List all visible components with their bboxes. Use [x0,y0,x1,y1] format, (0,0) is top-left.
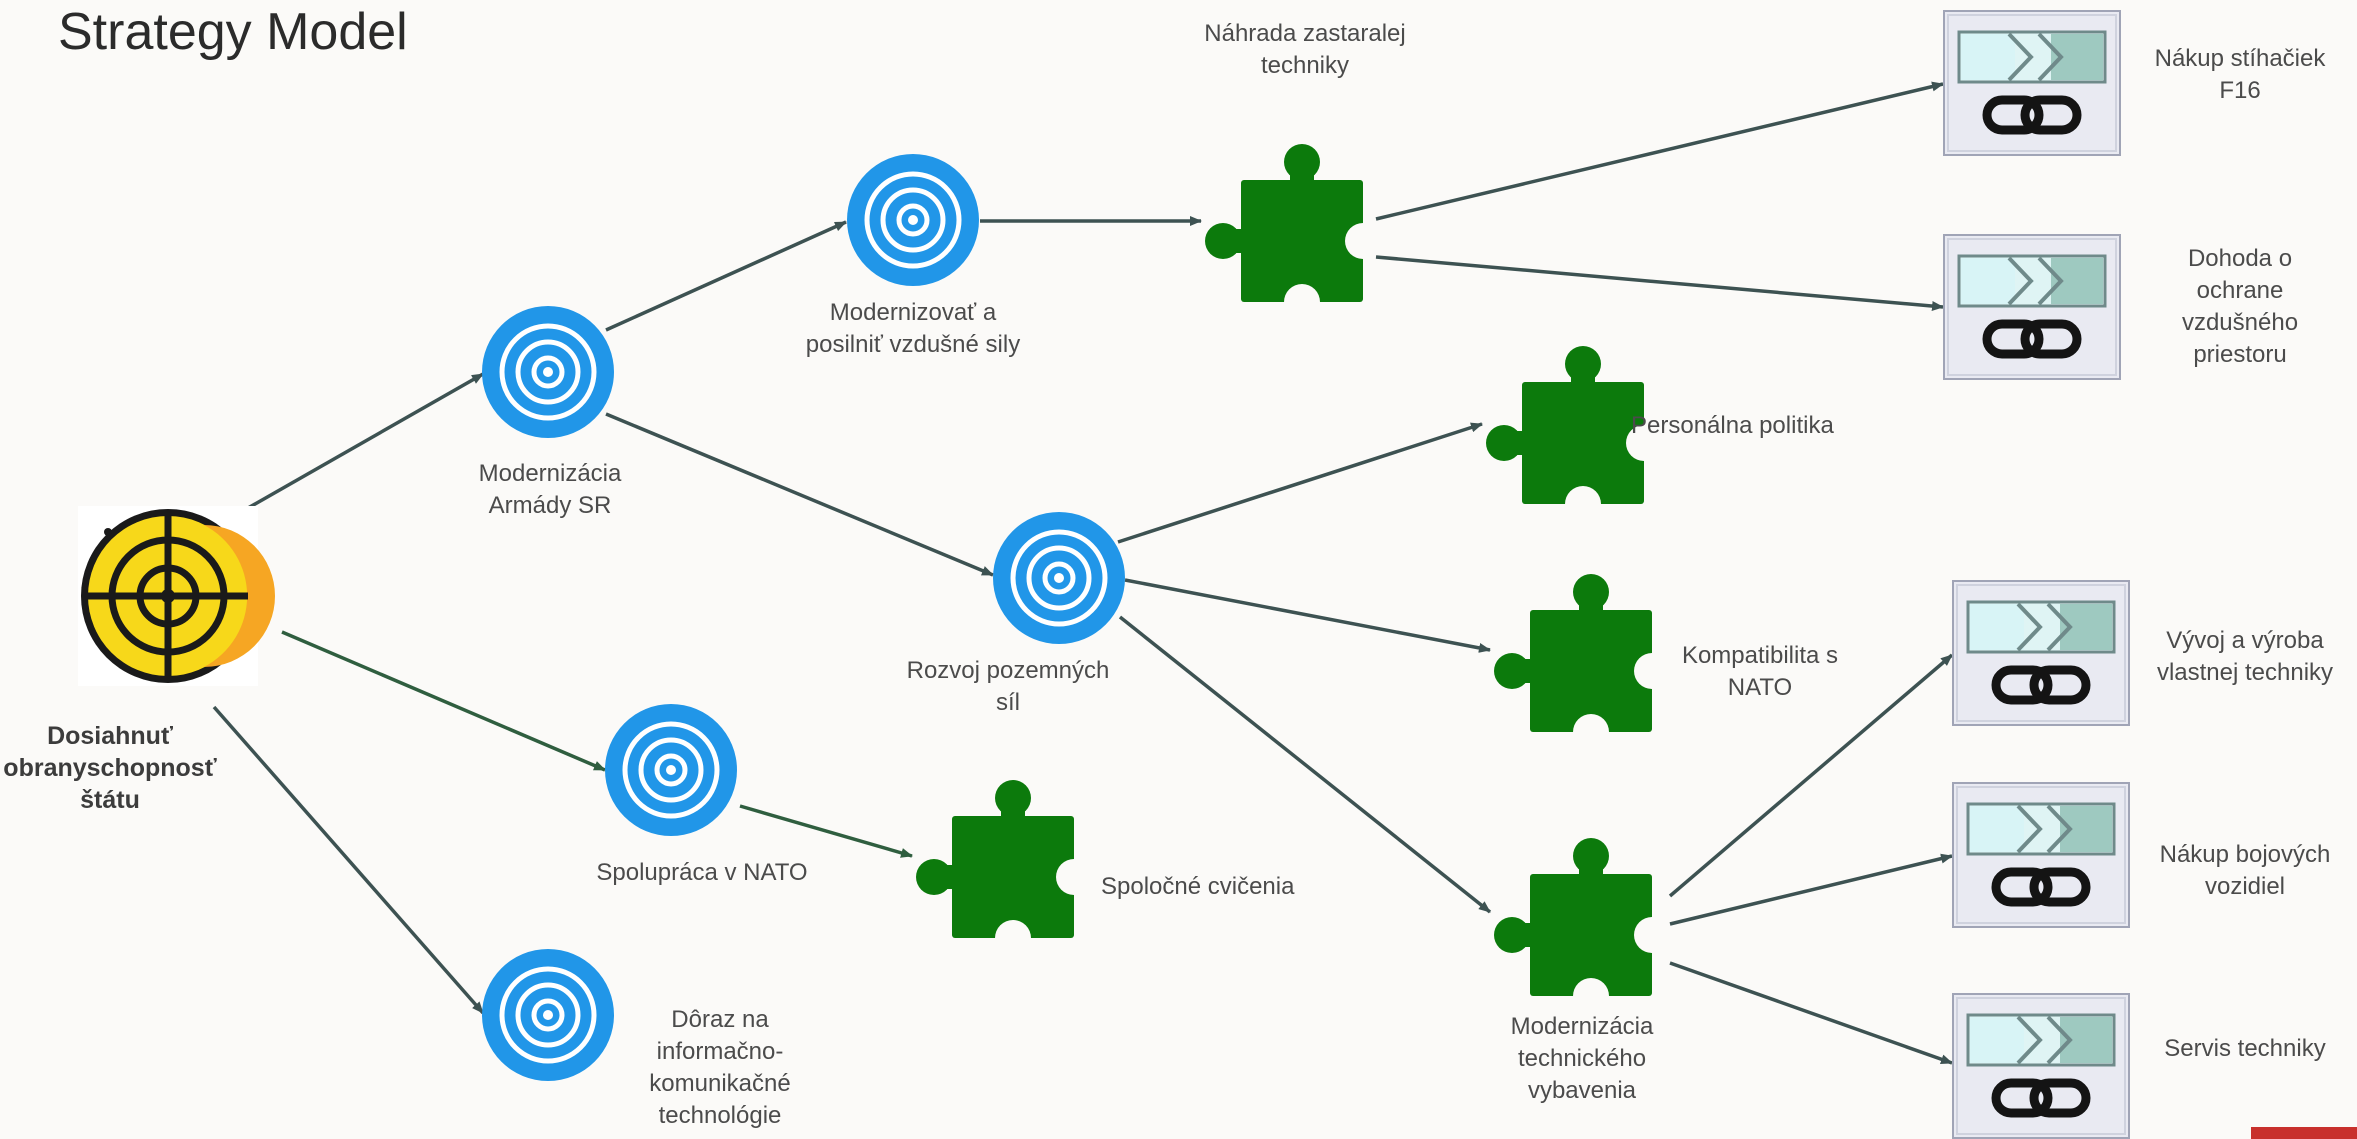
label-servis: Servis techniky [2164,1035,2326,1062]
arrow-modernizacia-to-vzdusne [605,220,847,332]
goal-target-icon-modernizacia[interactable] [482,306,614,438]
label-dohoda: Dohoda o ochrane vzdušného priestoru [2181,245,2299,368]
label-f16: Nákup stíhačiek F16 [2154,45,2326,104]
goal-target-icon-nato[interactable] [605,704,737,836]
goal-target-icon-pozemne[interactable] [993,512,1125,644]
label-root: Dosiahnuť obranyschopnosť štátu [3,722,217,814]
linked-process-icon-vyvoj[interactable] [1953,581,2129,725]
label-vozidla: Nákup bojových vozidiel [2159,841,2331,900]
label-cvicenia: Spoločné cvičenia [1101,873,1295,900]
label-kompatibilita: Kompatibilita s NATO [1681,642,1839,701]
puzzle-piece-icon-nahrada[interactable] [1205,144,1381,320]
arrow-modernizacia-to-pozemne [605,412,994,577]
page-title: Strategy Model [58,3,408,61]
label-vyvoj: Vývoj a výroba vlastnej techniky [2156,627,2334,686]
arrow-pozemne-to-technicke [1118,615,1492,914]
label-vzdusne: Modernizovať a posilniť vzdušné sily [805,299,1021,358]
arrow-technicke-to-servis [1669,961,1953,1065]
arrow-technicke-to-vyvoj [1668,653,1954,898]
goal-target-icon-ikt[interactable] [482,949,614,1081]
connector-arrows [212,81,1954,1065]
label-ikt: Dôraz na informačno- komunikačné technol… [649,1006,791,1129]
arrow-pozemne-to-kompatibilita [1124,578,1491,653]
puzzle-piece-icon-technicke[interactable] [1494,838,1670,1014]
arrow-nahrada-to-dohoda [1375,255,1944,312]
label-nahrada: Náhrada zastaralej techniky [1204,20,1406,79]
label-personalna: Personálna politika [1631,412,1834,439]
linked-process-icon-f16[interactable] [1944,11,2120,155]
linked-process-icon-dohoda[interactable] [1944,235,2120,379]
arrow-root-to-nato [281,630,606,772]
label-modernizacia: Modernizácia Armády SR [478,460,622,519]
slide-corner-tab [2251,1127,2357,1139]
label-pozemne: Rozvoj pozemných síl [906,657,1110,716]
linked-process-icon-vozidla[interactable] [1953,783,2129,927]
arrow-pozemne-to-personalna [1117,422,1483,544]
linked-process-icon-servis[interactable] [1953,994,2129,1138]
arrow-technicke-to-vozidla [1669,853,1953,926]
label-nato: Spolupráca v NATO [596,859,808,886]
arrow-root-to-modernizacia [240,372,484,514]
crosshair-target-icon[interactable] [78,506,275,686]
goal-target-icon-vzdusne[interactable] [847,154,979,286]
arrow-root-to-ikt [212,705,485,1015]
puzzle-piece-icon-cvicenia[interactable] [916,780,1092,956]
arrow-nahrada-to-f16 [1375,81,1944,221]
arrow-nato-to-cvicenia [739,804,913,858]
label-technicke: Modernizácia technického vybavenia [1510,1013,1654,1104]
